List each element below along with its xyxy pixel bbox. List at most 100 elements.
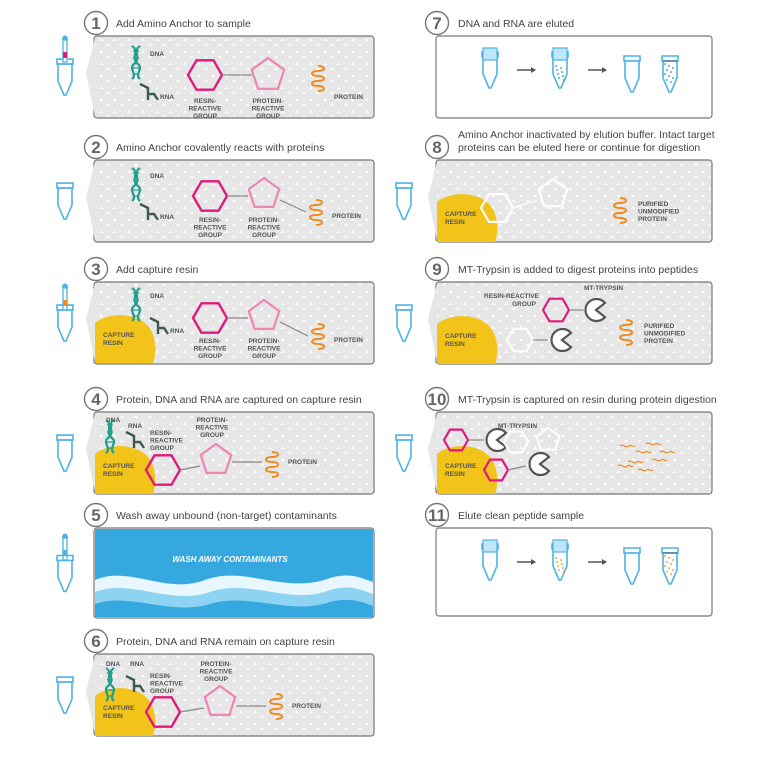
resin-reactive-label: RESIN- bbox=[199, 217, 221, 224]
eluate-speck bbox=[670, 71, 672, 73]
protein-label: PROTEIN bbox=[292, 703, 321, 710]
step-number-circle bbox=[83, 386, 109, 412]
panel-texture bbox=[437, 283, 711, 363]
rna-label: RNA bbox=[130, 661, 144, 668]
step-number: 7 bbox=[432, 14, 441, 33]
capture-resin-label: CAPTURE bbox=[445, 211, 477, 218]
protein-reactive-label: GROUP bbox=[256, 113, 281, 120]
purified-protein-label: UNMODIFIED bbox=[638, 209, 679, 216]
linker bbox=[279, 199, 307, 213]
eluate-speck bbox=[558, 77, 560, 79]
mt-trypsin-label: MT-TRYPSIN bbox=[584, 285, 623, 292]
eluate-speck bbox=[664, 555, 666, 557]
panel-texture bbox=[95, 161, 373, 241]
eluate-speck bbox=[668, 557, 670, 559]
eluate-speck bbox=[668, 567, 670, 569]
purified-protein-label: PROTEIN bbox=[638, 216, 667, 223]
tube-icon bbox=[395, 434, 413, 472]
eluate-speck bbox=[558, 569, 560, 571]
step-number: 9 bbox=[432, 260, 441, 279]
inactive-hexagon bbox=[479, 193, 515, 223]
dropper bbox=[62, 537, 68, 561]
arrow-head bbox=[531, 559, 536, 565]
panel-pointer bbox=[428, 414, 437, 492]
step-title: MT-Trypsin is added to digest proteins i… bbox=[458, 264, 698, 276]
eluate-speck bbox=[668, 65, 670, 67]
linker bbox=[512, 199, 539, 209]
step-title: Amino Anchor inactivated by elution buff… bbox=[458, 129, 715, 141]
panel-pointer bbox=[428, 162, 437, 240]
step-number-circle bbox=[424, 134, 450, 160]
tube-icon bbox=[56, 434, 74, 472]
linker bbox=[179, 707, 205, 713]
resin-reactive-label: GROUP bbox=[150, 688, 175, 695]
step-3: Add capture resin3CAPTURERESINDNARNARESI… bbox=[56, 256, 375, 365]
resin-reactive-hexagon bbox=[144, 454, 182, 486]
capture-resin bbox=[437, 446, 498, 494]
mt-trypsin-label: MT-TRYPSIN bbox=[498, 423, 537, 430]
rna-label: RNA bbox=[160, 94, 174, 101]
step-title: Protein, DNA and RNA remain on capture r… bbox=[116, 636, 335, 648]
wave-blue bbox=[95, 599, 373, 617]
step-9: 9 MT-Trypsin is added to digest proteins … bbox=[395, 256, 713, 365]
step-number: 5 bbox=[91, 506, 100, 525]
capture-resin-label: CAPTURE bbox=[103, 705, 135, 712]
protein-reactive-label: GROUP bbox=[252, 353, 277, 360]
protein-reactive-pentagon bbox=[247, 298, 281, 330]
capture-resin bbox=[437, 316, 498, 364]
resin-reactive-label: RESIN- bbox=[150, 430, 172, 437]
panel-pointer bbox=[86, 284, 95, 362]
resin-reactive-hexagon bbox=[442, 428, 470, 452]
capture-resin-label: RESIN bbox=[103, 340, 123, 347]
eluate-speck bbox=[561, 71, 563, 73]
capture-resin-label: RESIN bbox=[445, 341, 465, 348]
resin-reactive-hexagon bbox=[482, 458, 510, 482]
protein-label: PROTEIN bbox=[288, 459, 317, 466]
resin-reactive-label: REACTIVE bbox=[194, 225, 228, 232]
step-number-circle bbox=[83, 628, 109, 654]
protein-reactive-label: PROTEIN- bbox=[248, 217, 279, 224]
dropper bbox=[62, 39, 68, 63]
step-panel bbox=[435, 35, 713, 119]
step-number: 1 bbox=[91, 14, 100, 33]
step-number: 6 bbox=[91, 632, 100, 651]
eluate-speck bbox=[664, 63, 666, 65]
eluate-speck bbox=[562, 75, 564, 77]
peptide-fragment bbox=[635, 450, 652, 454]
purified-protein-label: PROTEIN bbox=[644, 338, 673, 345]
tube-icon bbox=[56, 58, 74, 96]
step-number-circle bbox=[83, 10, 109, 36]
inactive-pentagon bbox=[535, 426, 561, 451]
protein-reactive-label: GROUP bbox=[200, 432, 225, 439]
eluate-speck bbox=[666, 561, 668, 563]
step-title-line2: proteins can be eluted here or continue … bbox=[458, 142, 700, 154]
panel-pointer bbox=[86, 38, 95, 116]
tube-icon bbox=[395, 304, 413, 342]
step-title: MT-Trypsin is captured on resin during p… bbox=[458, 394, 717, 406]
resin-reactive-label: REACTIVE bbox=[150, 681, 184, 688]
eluate-speck bbox=[560, 67, 562, 69]
peptide-fragment bbox=[651, 458, 668, 462]
protein-reactive-label: GROUP bbox=[204, 676, 229, 683]
protein-reactive-label: PROTEIN- bbox=[252, 98, 283, 105]
step-title: Amino Anchor covalently reacts with prot… bbox=[116, 142, 324, 154]
eluate-speck bbox=[561, 563, 563, 565]
linker bbox=[179, 465, 201, 471]
tube-icon bbox=[395, 182, 413, 220]
eluate-speck bbox=[555, 557, 557, 559]
step-10: 10 MT-Trypsin is captured on resin during… bbox=[395, 386, 717, 495]
step-title: Add Amino Anchor to sample bbox=[116, 18, 251, 30]
capture-resin-label: CAPTURE bbox=[445, 463, 477, 470]
protein-reactive-label: REACTIVE bbox=[248, 346, 282, 353]
resin-reactive-label: GROUP bbox=[198, 353, 223, 360]
step-number: 11 bbox=[428, 506, 446, 525]
peptide-fragment bbox=[627, 460, 644, 464]
eluate-speck bbox=[666, 69, 668, 71]
dna-label: DNA bbox=[150, 51, 164, 58]
protein-reactive-label: GROUP bbox=[252, 232, 277, 239]
rna-label: RNA bbox=[170, 328, 184, 335]
protein-reactive-pentagon bbox=[203, 684, 237, 717]
step-number: 10 bbox=[428, 390, 447, 409]
purified-protein-label: UNMODIFIED bbox=[644, 331, 685, 338]
